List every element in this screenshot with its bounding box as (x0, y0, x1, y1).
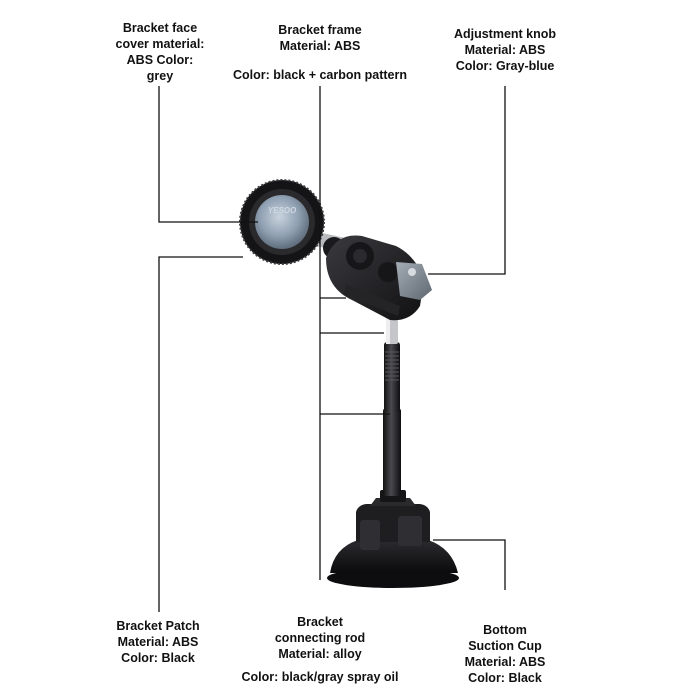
callout-line: Color: Gray-blue (455, 59, 555, 73)
adjustment-knob (396, 262, 432, 300)
callout-line: Material: ABS (117, 635, 199, 649)
callout-line: ABS Color: (126, 53, 194, 67)
callout-line: Color: Black (121, 651, 195, 665)
callout-line: Adjustment knob (453, 27, 557, 41)
callout-line: Material: ABS (464, 655, 546, 669)
callout-line: Material: ABS (279, 39, 361, 53)
callout-line: grey (146, 69, 174, 83)
callout-knob: Adjustment knob Material: ABS Color: Gra… (435, 26, 575, 74)
face-cover (255, 195, 309, 249)
callout-line: Color: Black (468, 671, 542, 685)
suction-cup (327, 490, 459, 588)
callout-line: Color: black/gray spray oil (241, 670, 399, 684)
callout-frame: Bracket frame Material: ABS Color: black… (220, 22, 420, 83)
callout-line: Color: black + carbon pattern (233, 68, 407, 82)
callout-line: connecting rod (274, 631, 366, 645)
callout-face-cover: Bracket face cover material: ABS Color: … (95, 20, 225, 84)
callout-suction-cup: Bottom Suction Cup Material: ABS Color: … (450, 622, 560, 686)
bracket-frame (326, 235, 424, 321)
callout-line: Bracket (297, 615, 343, 629)
callout-line: cover material: (115, 37, 205, 51)
bracket-patch: YESOO (239, 179, 325, 265)
callout-line: Bracket Patch (116, 619, 200, 633)
callout-line: Bottom (483, 623, 527, 637)
callout-line: Suction Cup (468, 639, 542, 653)
callout-rod: Bracket connecting rod Material: alloy C… (225, 614, 415, 685)
callout-line: Bracket face (122, 21, 198, 35)
callout-line: Material: alloy (278, 647, 362, 661)
brand-logo: YESOO (268, 206, 297, 215)
callout-line: Bracket frame (278, 23, 362, 37)
connecting-rod (383, 318, 401, 496)
leader-lines (158, 86, 506, 612)
callout-patch: Bracket Patch Material: ABS Color: Black (98, 618, 218, 666)
callout-line: Material: ABS (464, 43, 546, 57)
